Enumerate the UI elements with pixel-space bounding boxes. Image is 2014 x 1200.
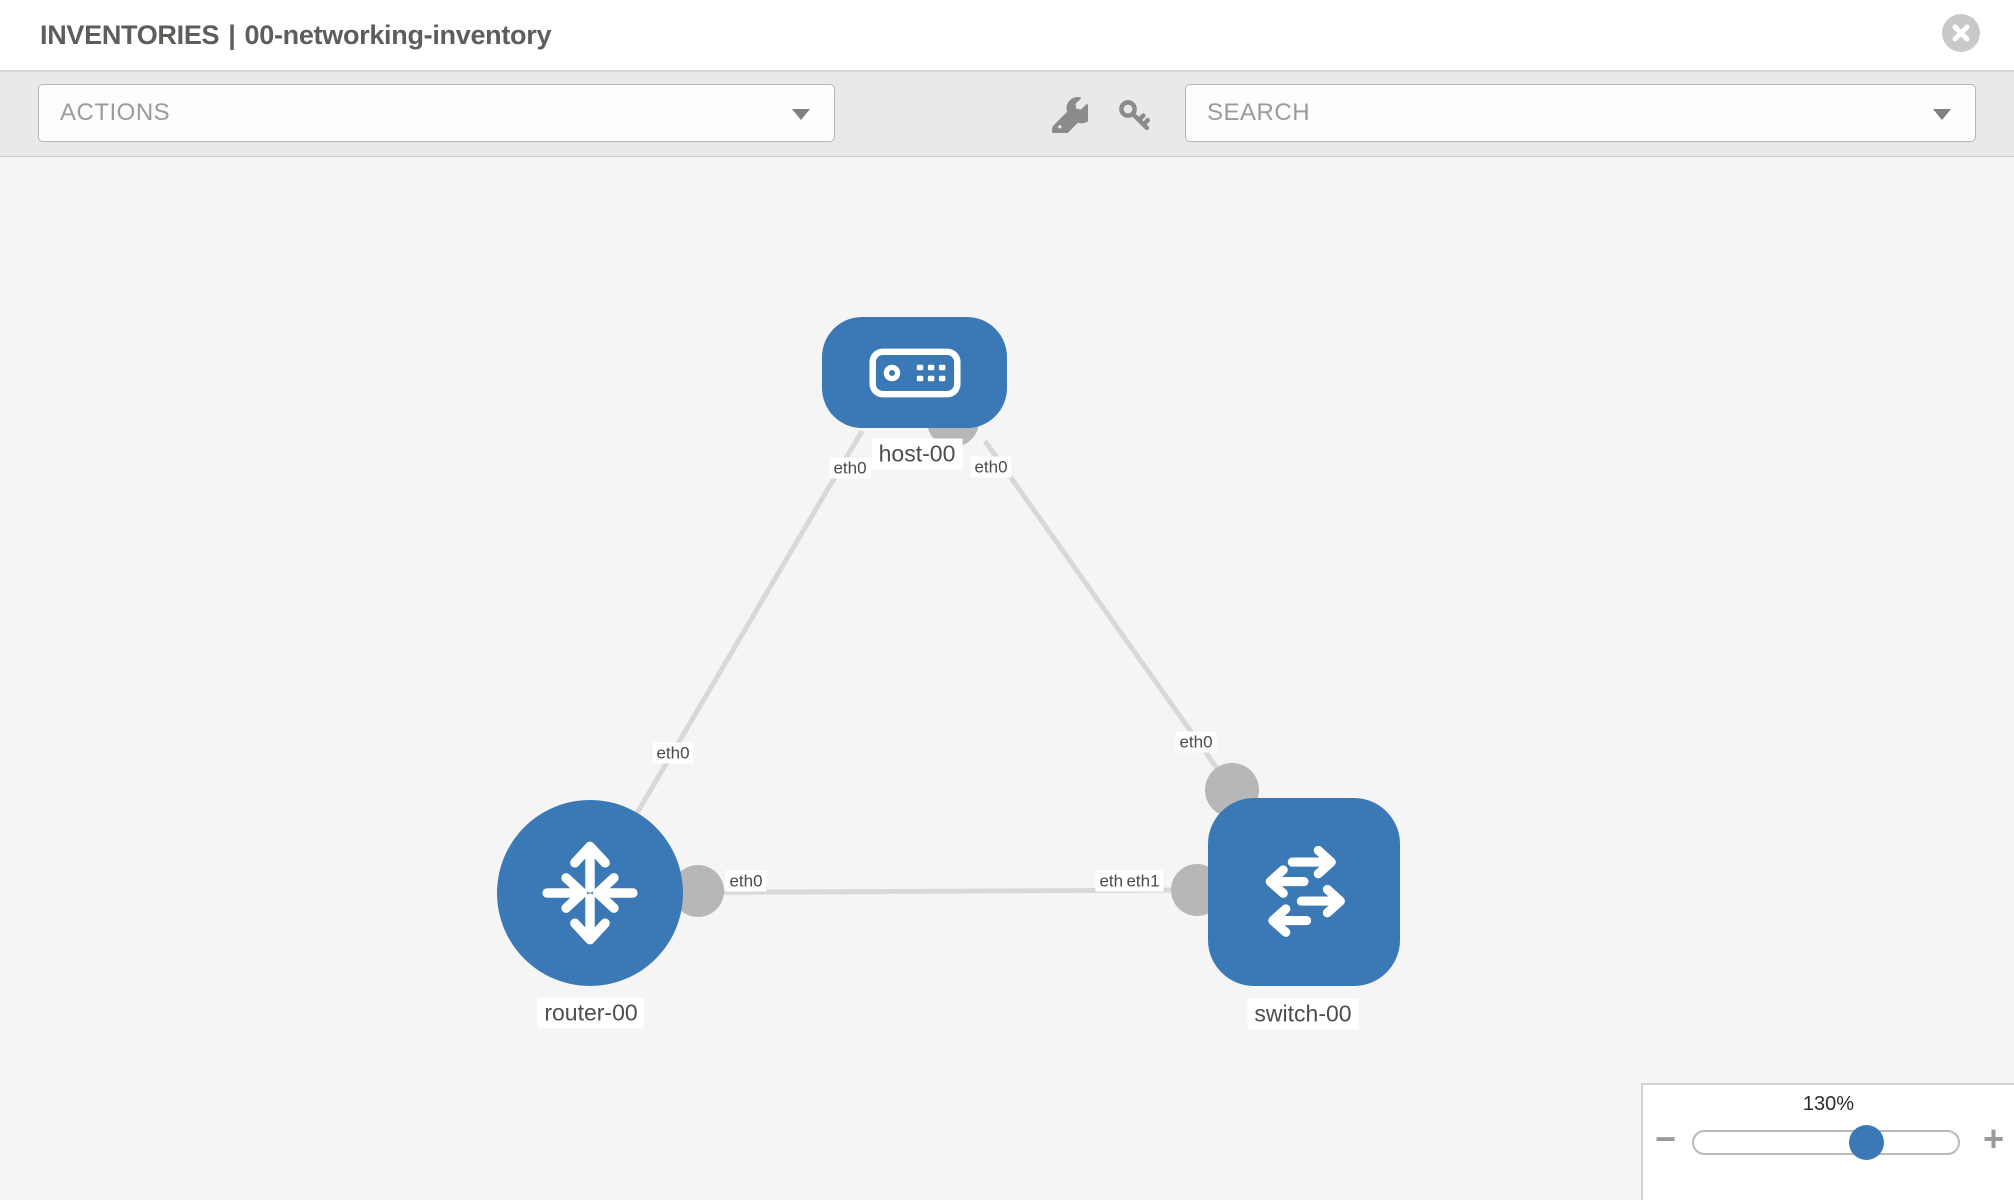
close-button[interactable] (1942, 14, 1980, 52)
header: INVENTORIES | 00-networking-inventory (0, 0, 2014, 72)
interface-circle-router[interactable] (672, 865, 724, 917)
wrench-icon (1052, 96, 1093, 138)
actions-dropdown[interactable]: ACTIONS (38, 84, 835, 142)
node-host-00[interactable] (822, 317, 1007, 428)
interface-label-router-lan: eth0 (725, 870, 767, 892)
zoom-in-button[interactable]: + (1982, 1118, 2004, 1159)
interface-label-host-right: eth0 (970, 456, 1012, 478)
zoom-level: 130% (1802, 1093, 1855, 1115)
zoom-slider[interactable] (1692, 1125, 1960, 1160)
node-label-router: router-00 (537, 997, 645, 1029)
wrench-button[interactable] (1050, 96, 1093, 138)
toolbar: ACTIONS SEARCH (0, 72, 2014, 157)
interface-label-switch-lan-eth1: eth1 (1122, 870, 1164, 892)
router-icon (542, 841, 638, 945)
switch-icon (1265, 845, 1345, 937)
zoom-control-panel: 130% − + (1641, 1083, 2014, 1200)
node-label-switch: switch-00 (1247, 998, 1359, 1030)
node-label-host: host-00 (871, 438, 963, 470)
close-icon (1952, 24, 1970, 42)
inventory-name: 00-networking-inventory (244, 20, 552, 50)
interface-label-switch-uplink: eth0 (1175, 731, 1217, 753)
zoom-out-button[interactable]: − (1655, 1118, 1677, 1159)
zoom-slider-thumb[interactable] (1849, 1125, 1884, 1160)
key-button[interactable] (1114, 96, 1154, 136)
interface-label-router-uplink: eth0 (652, 742, 694, 764)
search-dropdown-label: SEARCH (1207, 99, 1311, 126)
page-title: INVENTORIES | 00-networking-inventory (40, 0, 551, 70)
interface-label-host-left: eth0 (829, 457, 871, 479)
node-switch-00[interactable] (1208, 798, 1400, 986)
title-prefix: INVENTORIES (40, 20, 220, 50)
search-dropdown[interactable]: SEARCH (1185, 84, 1976, 142)
topology-canvas[interactable]: host-00 router-00 switch-00 eth0 eth0 et… (0, 158, 2014, 1200)
key-icon (1119, 99, 1151, 130)
title-separator: | (228, 20, 236, 50)
node-router-00[interactable] (497, 800, 683, 986)
chevron-down-icon (1933, 109, 1951, 120)
chevron-down-icon (792, 109, 810, 120)
actions-dropdown-label: ACTIONS (60, 99, 171, 126)
host-icon (868, 348, 961, 397)
topology-links-layer (587, 395, 1259, 917)
